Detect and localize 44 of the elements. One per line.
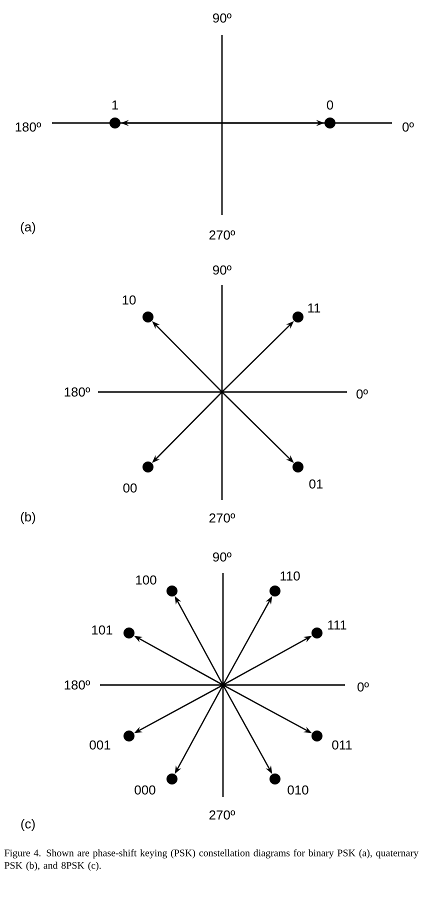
constellation-point: 00 bbox=[123, 462, 154, 493]
constellation-point: 001 bbox=[90, 730, 134, 750]
node-label: 110 bbox=[280, 571, 300, 581]
node-label: 011 bbox=[332, 740, 352, 750]
angle-label: 270º bbox=[209, 230, 236, 240]
constellation-point: 000 bbox=[134, 774, 178, 795]
constellation-point: 111 bbox=[312, 620, 346, 638]
angle-label: 90º bbox=[213, 265, 232, 275]
node-label: 111 bbox=[328, 620, 346, 630]
caption: Figure 4. Shown are phase-shift keying (PSK) constellation diagrams for binary PSK (a), quaternary PSK (b), and 8PSK (c). bbox=[4, 849, 419, 871]
constellation-point: 110 bbox=[270, 571, 300, 596]
angle-label: 180º bbox=[16, 122, 42, 132]
angle-label: 180º bbox=[64, 387, 90, 397]
constellation-point: 0 bbox=[324, 100, 336, 128]
angle-label: 0º bbox=[356, 389, 368, 399]
node-label: 000 bbox=[134, 785, 156, 795]
node-label: 11 bbox=[308, 304, 320, 312]
panel-label: (c) bbox=[21, 818, 35, 832]
constellation-point: 1 bbox=[110, 100, 120, 128]
constellation-point: 10 bbox=[122, 295, 154, 322]
angle-label: 0º bbox=[358, 682, 369, 692]
node-label: 0 bbox=[326, 100, 334, 110]
angle-label: 90º bbox=[213, 13, 232, 23]
constellation-point: 11 bbox=[292, 304, 320, 322]
node-label: 010 bbox=[288, 785, 308, 795]
panel-label: (a) bbox=[20, 222, 36, 234]
angle-label: 0º bbox=[402, 122, 414, 132]
constellation-point: 01 bbox=[292, 462, 323, 489]
node-label: 001 bbox=[90, 740, 110, 750]
panel-label: (b) bbox=[20, 512, 36, 524]
constellation-point: 100 bbox=[136, 575, 178, 596]
angle-label: 90º bbox=[213, 552, 232, 562]
node-label: 1 bbox=[112, 100, 118, 110]
constellation-point: 101 bbox=[92, 625, 134, 638]
node-label: 100 bbox=[136, 575, 156, 585]
node-label: 10 bbox=[122, 295, 136, 305]
constellation-point: 010 bbox=[270, 774, 308, 795]
node-label: 01 bbox=[309, 479, 323, 489]
angle-label: 180º bbox=[64, 680, 90, 690]
constellation-point: 011 bbox=[312, 730, 352, 750]
node-label: 00 bbox=[123, 483, 137, 493]
angle-label: 270º bbox=[209, 513, 236, 523]
angle-label: 270º bbox=[209, 810, 236, 820]
node-label: 101 bbox=[92, 625, 112, 635]
